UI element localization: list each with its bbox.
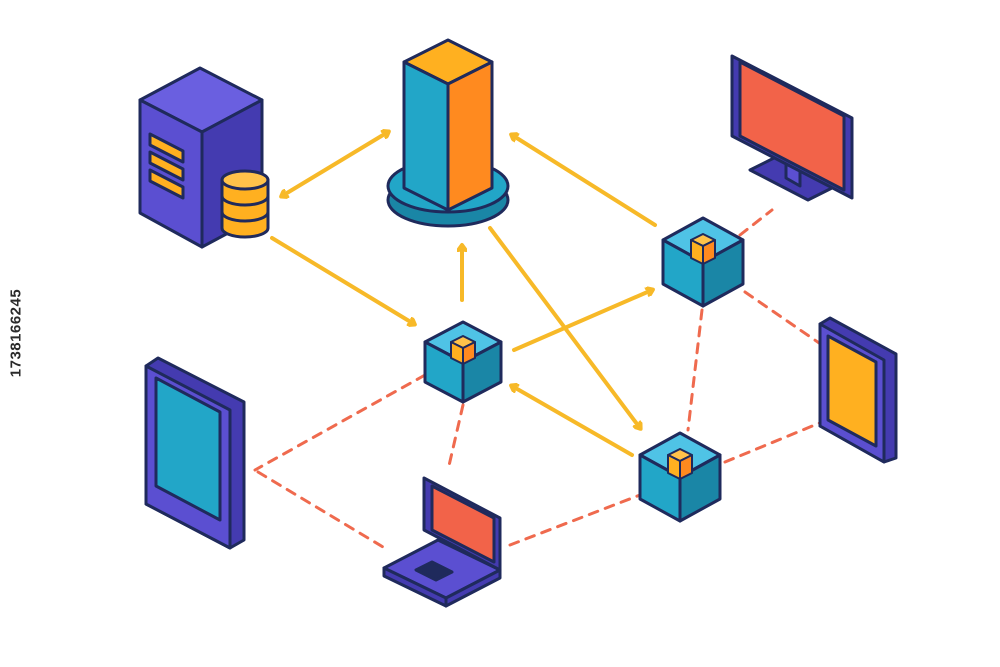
link-node-lower-right-to-phone (723, 420, 824, 464)
link-node-upper-right-to-monitor (738, 208, 774, 237)
link-tablet-to-laptop (256, 470, 390, 552)
data-flow-arrows (270, 132, 657, 457)
database-stack-icon (220, 169, 270, 239)
arrow-node-center-to-node-upper-right (512, 290, 652, 352)
server-database-icon (138, 66, 270, 249)
tablet-icon (144, 356, 246, 550)
arrow-central-to-node-lower-right (488, 226, 640, 428)
smartphone-icon (818, 316, 898, 464)
link-node-center-to-tablet (253, 373, 427, 472)
link-node-center-to-laptop (446, 403, 465, 472)
laptop-icon (382, 476, 502, 608)
cube-node-icon (423, 320, 503, 404)
link-node-upper-right-to-phone (743, 290, 824, 347)
arrow-node-upper-right-to-central (512, 135, 657, 227)
dashed-links (253, 208, 824, 552)
image-id-text: 1738166245 (7, 288, 25, 378)
arrow-database-to-central-bidirectional (282, 132, 388, 196)
arrow-node-lower-right-to-node-center (512, 386, 634, 457)
monitor-icon (730, 54, 854, 202)
arrow-database-to-node-center (270, 236, 414, 324)
link-laptop-to-node-lower-right (508, 493, 642, 547)
server-tower-icon (386, 38, 510, 228)
cube-node-icon (638, 431, 722, 523)
link-node-upper-right-to-node-lower-right (686, 308, 704, 432)
cube-node-icon (661, 216, 745, 308)
